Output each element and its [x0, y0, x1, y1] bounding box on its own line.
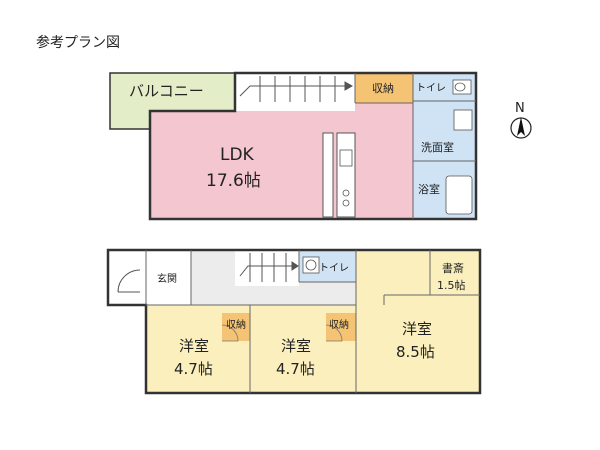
ldk-name-label: LDK: [220, 145, 255, 165]
compass-arrow-icon: [517, 117, 525, 136]
toilet-icon-1f: [302, 256, 320, 274]
stove-icon: [342, 189, 350, 197]
outer-wall-2f: [148, 71, 478, 221]
kitchen-counter: [322, 132, 356, 218]
porch: [107, 249, 147, 306]
study-name-label: 書斎: [442, 261, 464, 275]
second-floor-stairs: [235, 73, 355, 111]
ldk-size-label: 17.6帖: [206, 171, 261, 191]
compass-north-label: N: [515, 101, 525, 116]
entrance-label: 玄関: [157, 272, 177, 285]
storage-2f: [355, 73, 413, 103]
toilet-icon-2f: [452, 79, 472, 95]
storage-1f-a: [222, 313, 250, 341]
bathtub-icon: [445, 175, 473, 215]
stair-steps-2f: [239, 76, 354, 102]
toilet-2f-label: トイレ: [416, 83, 446, 94]
washbasin-icon: [453, 109, 473, 131]
second-floor: バルコニー 収納 トイレ LDK 17.6帖 洗面室 浴室: [109, 71, 478, 221]
entrance-door-swing: [117, 269, 141, 293]
outer-wall-1f: [106, 248, 482, 395]
room-c-name-label: 洋室: [402, 320, 432, 338]
bathroom-label: 浴室: [418, 182, 440, 196]
room-a-name-label: 洋室: [179, 337, 209, 355]
entrance: [146, 250, 191, 305]
study-size-label: 1.5帖: [437, 279, 466, 292]
ldk-room: [150, 103, 413, 219]
room-c-size-label: 8.5帖: [396, 343, 435, 361]
sink-icon: [339, 149, 353, 167]
compass: N: [510, 101, 532, 139]
balcony-label: バルコニー: [129, 82, 204, 100]
storage-2f-label: 収納: [372, 82, 394, 95]
first-floor: 玄関 トイレ 収納 収納 洋室 4.7帖 洋室 4.7帖 洋室 8.5帖 書斎 …: [106, 248, 482, 395]
first-floor-stairs: [235, 250, 299, 286]
study: [430, 250, 480, 295]
room-b-name-label: 洋室: [281, 337, 311, 355]
storage-1f-b-label: 収納: [329, 318, 349, 331]
plan-title: 参考プラン図: [36, 34, 120, 51]
storage-1f-a-label: 収納: [226, 318, 246, 331]
washroom-label: 洗面室: [421, 140, 454, 154]
room-b-size-label: 4.7帖: [276, 360, 315, 378]
toilet-1f-label: トイレ: [319, 263, 349, 274]
room-a-size-label: 4.7帖: [174, 360, 213, 378]
stair-steps-1f: [239, 253, 299, 282]
